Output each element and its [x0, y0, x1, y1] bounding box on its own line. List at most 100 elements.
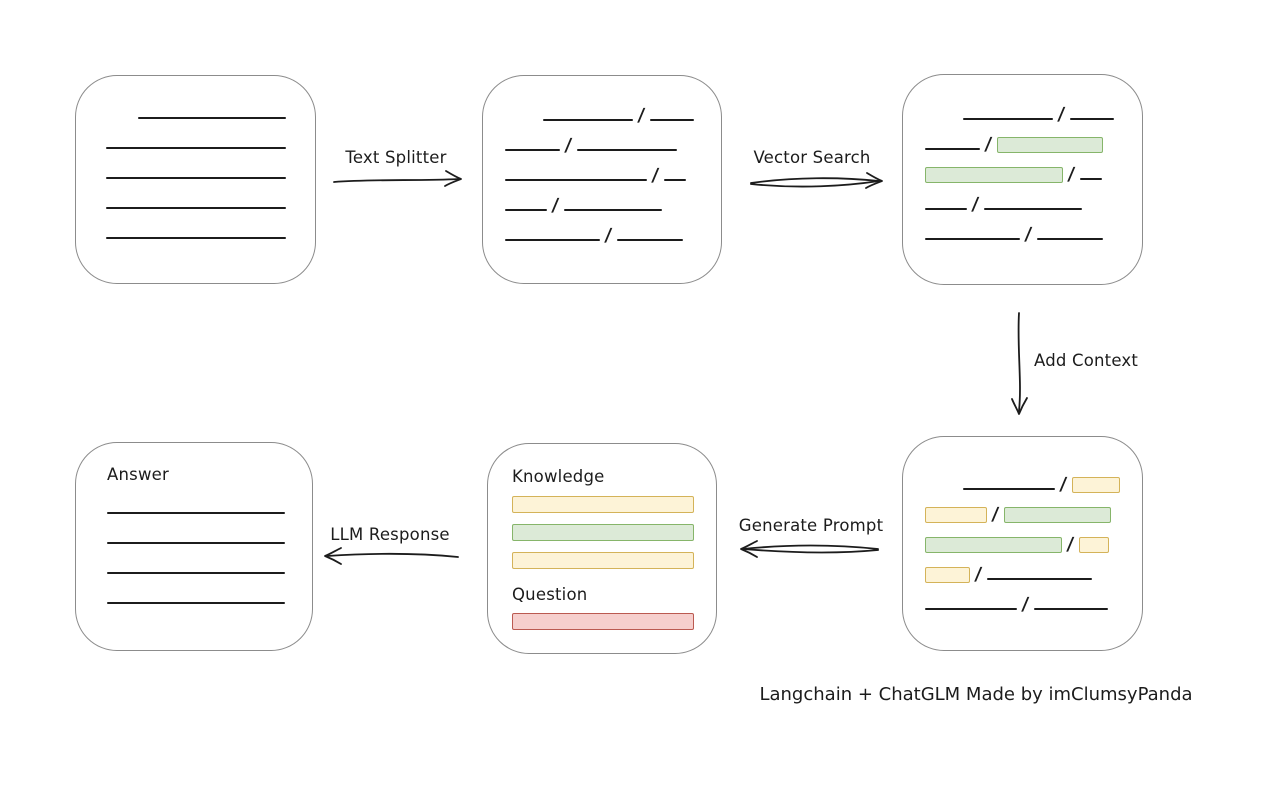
text-row — [106, 130, 286, 152]
text-row: / — [925, 221, 1114, 245]
question-bar — [512, 613, 694, 641]
text-line — [963, 118, 1053, 120]
text-line — [106, 237, 286, 239]
text-row: / — [505, 102, 694, 126]
slash-separator: / — [603, 225, 613, 246]
split-text-box: / / / / / — [482, 75, 722, 284]
text-row — [512, 496, 694, 513]
slash-separator: / — [1056, 104, 1066, 125]
text-line — [106, 207, 286, 209]
text-line — [563, 209, 662, 211]
text-line — [543, 119, 633, 121]
text-line — [925, 208, 967, 210]
text-row: / — [925, 131, 1114, 155]
prompt-box: Knowledge Question — [487, 443, 717, 654]
text-row: / — [925, 101, 1114, 125]
text-row — [107, 585, 285, 607]
text-line — [963, 488, 1055, 490]
slash-separator: / — [1066, 164, 1076, 185]
green-chunk — [925, 167, 1063, 183]
llm-response-arrow — [324, 547, 459, 565]
text-line — [106, 147, 286, 149]
text-line — [986, 578, 1092, 580]
text-row: / — [505, 192, 694, 216]
context-rows: ///// — [925, 471, 1120, 621]
text-line — [925, 238, 1020, 240]
text-line — [107, 572, 285, 574]
text-row: / — [925, 161, 1114, 185]
text-line — [505, 149, 560, 151]
green-chunk — [1003, 507, 1111, 523]
text-line — [1079, 178, 1102, 180]
text-splitter-label: Text Splitter — [345, 148, 447, 167]
text-row — [107, 495, 285, 517]
text-row — [106, 100, 286, 122]
text-line — [107, 542, 285, 544]
text-row: / — [925, 531, 1120, 555]
text-row — [106, 220, 286, 242]
green-chunk — [996, 137, 1103, 153]
text-line — [505, 239, 600, 241]
text-line — [616, 239, 683, 241]
slash-separator: / — [973, 564, 983, 585]
yellow-chunk — [1071, 477, 1120, 493]
green-chunk — [925, 537, 1062, 553]
answer-text-lines — [107, 495, 285, 615]
yellow-chunk — [512, 496, 694, 513]
text-line — [138, 117, 286, 119]
yellow-chunk — [925, 507, 987, 523]
credit-text: Langchain + ChatGLM Made by imClumsyPand… — [759, 684, 1193, 705]
slash-separator: / — [1020, 594, 1030, 615]
text-line — [649, 119, 694, 121]
slash-separator: / — [636, 105, 646, 126]
text-line — [505, 179, 647, 181]
question-label: Question — [512, 585, 588, 604]
text-row — [107, 525, 285, 547]
text-row — [107, 555, 285, 577]
yellow-chunk — [512, 552, 694, 569]
context-chunks-box: ///// — [902, 436, 1143, 651]
yellow-chunk — [925, 567, 970, 583]
slash-separator: / — [550, 195, 560, 216]
slash-separator: / — [1023, 224, 1033, 245]
indent-spacer — [925, 122, 963, 123]
text-line — [1069, 118, 1114, 120]
text-row: / — [925, 561, 1120, 585]
slash-separator: / — [650, 165, 660, 186]
knowledge-label: Knowledge — [512, 467, 605, 486]
text-row — [512, 613, 694, 630]
text-line — [925, 608, 1017, 610]
yellow-chunk — [1078, 537, 1109, 553]
text-row: / — [925, 501, 1120, 525]
red-chunk — [512, 613, 694, 630]
green-chunk — [512, 524, 694, 541]
text-line — [106, 177, 286, 179]
slash-separator: / — [990, 504, 1000, 525]
slash-separator: / — [983, 134, 993, 155]
text-row: / — [925, 191, 1114, 215]
vector-search-arrow — [750, 172, 883, 189]
text-line — [983, 208, 1082, 210]
indent-spacer — [106, 121, 138, 122]
text-line — [107, 602, 285, 604]
text-row: / — [505, 162, 694, 186]
text-line — [1033, 608, 1108, 610]
document-text-lines — [106, 100, 286, 250]
text-row — [106, 190, 286, 212]
source-document-box — [75, 75, 316, 284]
llm-response-label: LLM Response — [330, 525, 450, 544]
text-line — [1036, 238, 1103, 240]
text-row: / — [505, 132, 694, 156]
vector-result-rows: / / / / / — [925, 101, 1114, 251]
text-row: / — [925, 591, 1120, 615]
generate-prompt-arrow — [740, 540, 879, 558]
indent-spacer — [505, 123, 543, 124]
text-splitter-arrow — [333, 170, 462, 187]
answer-box: Answer — [75, 442, 313, 651]
slash-separator: / — [1065, 534, 1075, 555]
vector-search-label: Vector Search — [753, 148, 871, 167]
generate-prompt-label: Generate Prompt — [738, 516, 884, 535]
add-context-label: Add Context — [1034, 351, 1139, 370]
text-line — [107, 512, 285, 514]
